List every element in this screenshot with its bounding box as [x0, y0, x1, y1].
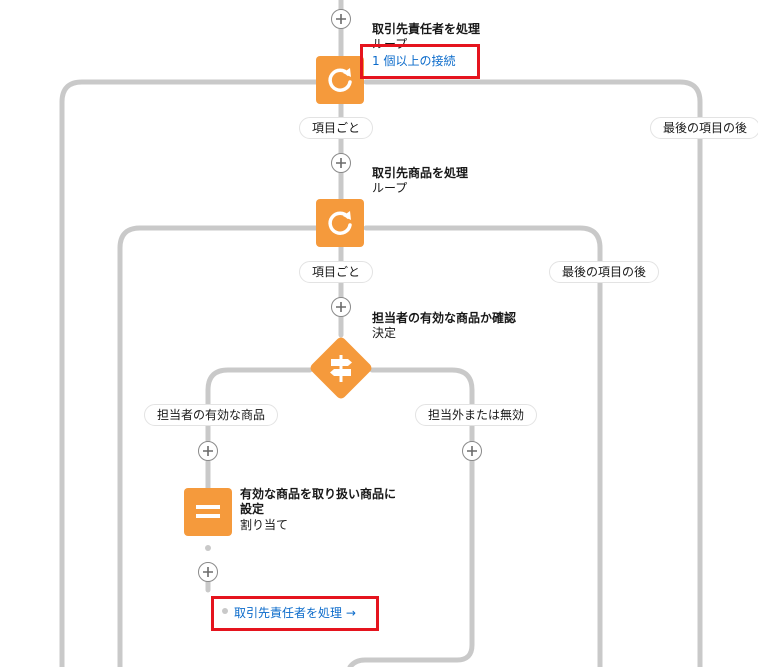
loop-contacts-after-last-label: 最後の項目の後 — [650, 117, 758, 139]
decision-outcome-left: 担当者の有効な商品 — [144, 404, 279, 426]
loop-icon — [328, 68, 352, 92]
loop-products-type: ループ — [372, 181, 408, 195]
decision-type: 決定 — [372, 326, 397, 340]
decision-signpost-icon — [330, 355, 352, 382]
loop-products-for-each-label: 項目ごと — [299, 261, 374, 283]
highlight-box — [211, 596, 379, 631]
loop-contacts-title: 取引先責任者を処理 — [372, 22, 481, 36]
assignment-node[interactable] — [184, 488, 232, 536]
assignment-title-line1: 有効な商品を取り扱い商品に — [240, 487, 397, 501]
add-element-button[interactable] — [198, 441, 218, 461]
equals-icon — [196, 505, 220, 518]
connector-dot — [222, 608, 228, 614]
loop-contacts-connector-link[interactable]: 1 個以上の接続 — [372, 54, 456, 68]
add-element-button[interactable] — [462, 441, 482, 461]
connector-dot — [205, 545, 211, 551]
decision-title: 担当者の有効な商品か確認 — [372, 311, 517, 325]
decision-outcome-right: 担当外または無効 — [415, 404, 538, 426]
plus-icon — [467, 446, 477, 456]
loop-products-node[interactable] — [316, 199, 364, 247]
loop-contacts-for-each-label: 項目ごと — [299, 117, 374, 139]
loop-icon — [328, 211, 352, 235]
loop-contacts-node[interactable] — [316, 56, 364, 104]
plus-icon — [336, 302, 346, 312]
plus-icon — [336, 14, 346, 24]
highlight-box — [360, 44, 480, 79]
plus-icon — [203, 567, 213, 577]
assignment-title-line2: 設定 — [240, 502, 265, 516]
goto-loop-contacts-link[interactable]: 取引先責任者を処理 → — [234, 606, 356, 620]
add-element-button[interactable] — [331, 297, 351, 317]
loop-products-after-last-label: 最後の項目の後 — [549, 261, 660, 283]
assignment-type: 割り当て — [240, 518, 289, 532]
plus-icon — [336, 158, 346, 168]
add-element-button[interactable] — [331, 9, 351, 29]
add-element-button[interactable] — [198, 562, 218, 582]
plus-icon — [203, 446, 213, 456]
loop-products-title: 取引先商品を処理 — [372, 166, 469, 180]
add-element-button[interactable] — [331, 153, 351, 173]
